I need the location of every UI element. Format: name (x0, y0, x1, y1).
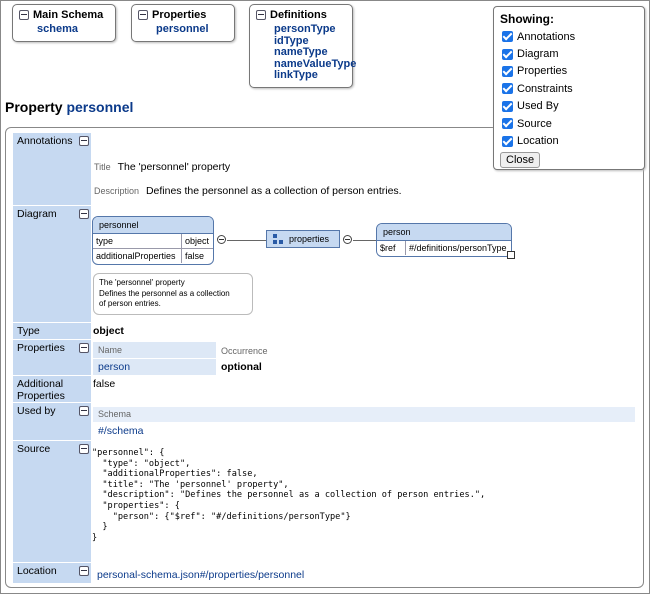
collapse-icon[interactable] (138, 10, 148, 20)
annotation-title-value: The 'personnel' property (117, 161, 231, 173)
expand-toggle-icon[interactable] (343, 235, 352, 244)
diagram-node-row: additionalProperties false (93, 249, 213, 263)
annotation-title-row: Title The 'personnel' property (94, 161, 230, 173)
checkbox-checked-icon[interactable] (502, 118, 513, 130)
option-constraints[interactable]: Constraints (500, 80, 638, 97)
option-source[interactable]: Source (500, 115, 638, 132)
properties-row-name-cell: person (93, 359, 216, 375)
properties-header-occurrence: Occurrence (221, 346, 268, 356)
checkbox-checked-icon[interactable] (502, 31, 513, 43)
nav-link-schema[interactable]: schema (37, 23, 78, 35)
location-value: personal-schema.json#/properties/personn… (97, 569, 305, 581)
nav-link-linkType[interactable]: linkType (274, 69, 318, 81)
close-button[interactable]: Close (500, 151, 541, 168)
option-used-by[interactable]: Used By (500, 98, 638, 115)
annotation-description-value: Defines the personnel as a collection of… (145, 185, 402, 197)
collapse-icon[interactable] (79, 444, 89, 454)
checkbox-checked-icon[interactable] (502, 48, 513, 60)
collapse-icon[interactable] (79, 343, 89, 353)
option-location[interactable]: Location (500, 132, 638, 149)
diagram-node-title: personnel (93, 217, 213, 234)
nav-link-personType[interactable]: personType (274, 23, 336, 35)
collapse-icon[interactable] (79, 136, 89, 146)
nav-link-personnel[interactable]: personnel (156, 23, 209, 35)
properties-grid-icon (273, 234, 283, 244)
nav-definitions: Definitions personType idType nameType n… (249, 4, 357, 88)
property-details (5, 127, 644, 588)
diagram-properties-label: properties (289, 234, 330, 244)
showing-panel: Showing: Annotations Diagram Properties … (493, 6, 645, 170)
used-by-header: Schema (93, 407, 635, 422)
option-diagram[interactable]: Diagram (500, 45, 638, 62)
expand-toggle-icon[interactable] (217, 235, 226, 244)
diagram-node-personnel[interactable]: personnel type object additionalProperti… (92, 216, 214, 265)
nav-main-schema: Main Schema schema (12, 4, 116, 42)
checkbox-checked-icon[interactable] (502, 100, 513, 112)
nav-definitions-title: Definitions (270, 9, 327, 21)
section-label-additional-properties: Additional Properties (13, 376, 91, 402)
section-label-location: Location (13, 563, 91, 583)
annotation-description-label: Description (94, 186, 140, 196)
type-value: object (93, 325, 124, 337)
collapse-icon[interactable] (79, 209, 89, 219)
checkbox-checked-icon[interactable] (502, 83, 513, 95)
connector-line (227, 240, 266, 241)
collapse-icon[interactable] (79, 406, 89, 416)
connector-line (353, 240, 376, 241)
annotation-title-label: Title (94, 162, 111, 172)
section-label-type: Type (13, 323, 91, 339)
properties-header-name-cell: Name (93, 342, 216, 358)
diagram-node-person[interactable]: person $ref #/definitions/personType (376, 223, 512, 257)
nav-main-schema-title: Main Schema (33, 9, 104, 21)
page-title: Property personnel (5, 99, 133, 115)
diagram-node-row: type object (93, 234, 213, 249)
option-annotations[interactable]: Annotations (500, 28, 638, 45)
nav-link-nameType[interactable]: nameType (274, 46, 328, 58)
page-title-prefix: Property (5, 99, 63, 115)
nav-properties: Properties personnel (131, 4, 235, 42)
annotation-description-row: Description Defines the personnel as a c… (94, 185, 402, 197)
diagram-tooltip: The 'personnel' property Defines the per… (93, 273, 253, 315)
collapse-icon[interactable] (256, 10, 266, 20)
additional-properties-value: false (93, 378, 116, 390)
section-label-annotations: Annotations (13, 133, 91, 205)
diagram-person-row: $ref #/definitions/personType (377, 241, 511, 255)
nav-link-idType[interactable]: idType (274, 34, 309, 47)
diagram-properties-box[interactable]: properties (266, 230, 340, 248)
section-label-source: Source (13, 441, 91, 562)
section-label-used-by: Used by (13, 403, 91, 440)
link-arrow-icon[interactable] (507, 251, 515, 259)
source-code: "personnel": { "type": "object", "additi… (92, 448, 486, 543)
page-title-name: personnel (66, 99, 134, 115)
nav-link-nameValueType[interactable]: nameValueType (274, 57, 357, 70)
checkbox-checked-icon[interactable] (502, 65, 513, 77)
collapse-icon[interactable] (79, 566, 89, 576)
section-label-properties: Properties (13, 340, 91, 375)
collapse-icon[interactable] (19, 10, 29, 20)
nav-properties-title: Properties (152, 9, 207, 21)
used-by-link-schema[interactable]: #/schema (98, 425, 144, 437)
diagram-person-title: person (377, 224, 511, 241)
properties-row-occurrence: optional (221, 361, 262, 373)
showing-title: Showing: (500, 12, 554, 26)
option-properties[interactable]: Properties (500, 63, 638, 80)
property-link-person[interactable]: person (98, 361, 131, 373)
checkbox-checked-icon[interactable] (502, 135, 513, 147)
section-label-diagram: Diagram (13, 206, 91, 322)
